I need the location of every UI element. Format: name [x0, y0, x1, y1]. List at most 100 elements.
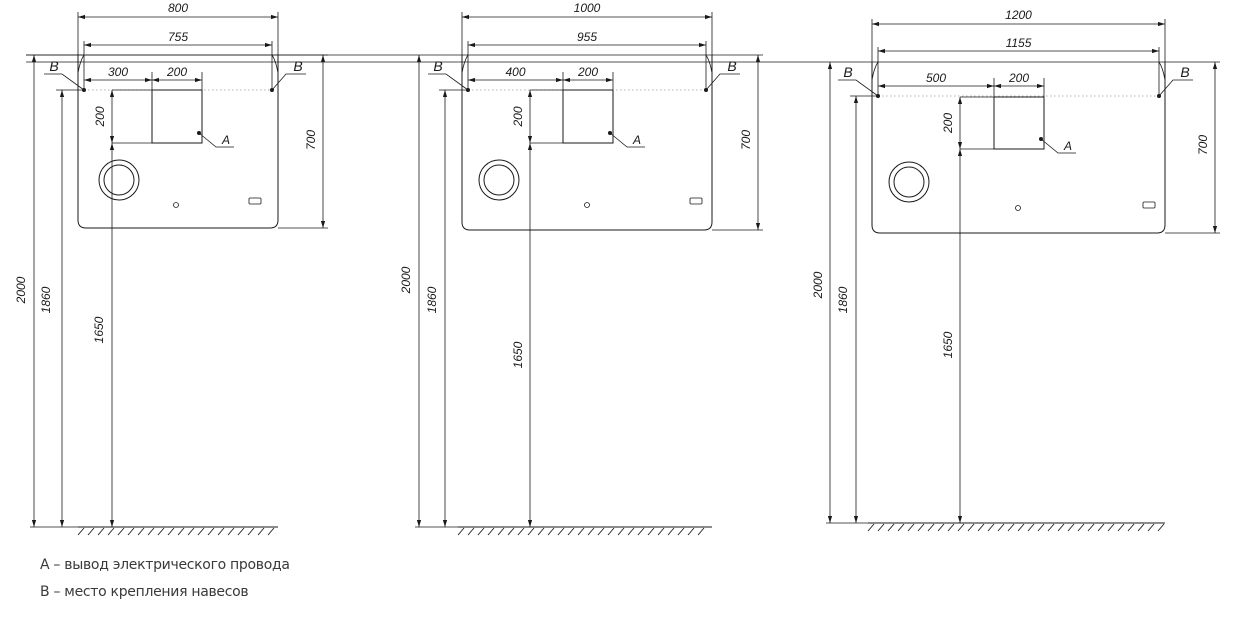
- floor-hatch: [967, 523, 975, 532]
- label-b-right: B: [1180, 64, 1189, 80]
- floor-hatch: [207, 527, 215, 536]
- label-a: A: [632, 133, 641, 147]
- floor-hatch: [647, 527, 655, 536]
- outlet-zone-a: [993, 96, 1045, 150]
- dimension-label-width: 1000: [574, 1, 601, 15]
- floor-hatch: [1157, 523, 1165, 532]
- dimension-label-floor-mount: 1860: [39, 286, 53, 313]
- floor-hatch: [937, 523, 945, 532]
- floor-hatch: [87, 527, 95, 536]
- floor-hatch: [247, 527, 255, 536]
- frame-corner-left: [871, 61, 879, 81]
- leader-b-right: [1158, 79, 1193, 97]
- floor-hatch: [1047, 523, 1055, 532]
- floor-hatch: [627, 527, 635, 536]
- sensor-dot: [584, 202, 590, 208]
- leader-a-line: [609, 132, 645, 148]
- floor-hatch: [637, 527, 645, 536]
- switch-button: [689, 197, 703, 205]
- floor-hatch: [1057, 523, 1065, 532]
- floor-hatch: [1147, 523, 1155, 532]
- floor-hatch: [257, 527, 265, 536]
- leader-b-left: [838, 79, 879, 97]
- label-b-left: B: [843, 64, 852, 80]
- dimension-label-floor-outlet: 1650: [511, 341, 525, 368]
- floor-hatch: [557, 527, 565, 536]
- floor-hatch: [1017, 523, 1025, 532]
- floor-hatch: [1107, 523, 1115, 532]
- floor-hatch: [537, 527, 545, 536]
- lamp-lens-outer: [478, 159, 520, 201]
- sensor-dot: [173, 202, 179, 208]
- floor-hatch: [597, 527, 605, 536]
- floor-hatch: [1137, 523, 1145, 532]
- floor-hatch: [97, 527, 105, 536]
- dimension-label-box-width: 200: [166, 65, 187, 79]
- label-b-right: B: [293, 58, 302, 74]
- floor-hatch: [497, 527, 505, 536]
- frame-corner-right: [705, 54, 713, 74]
- mirror-outline: [77, 55, 279, 229]
- label-b-left: B: [433, 58, 442, 74]
- legend-b: B – место крепления навесов: [40, 584, 249, 600]
- dimension-label-width: 800: [168, 1, 188, 15]
- floor-hatch: [657, 527, 665, 536]
- dimension-label-mirror-height: 700: [1196, 135, 1210, 155]
- sensor-dot: [1015, 205, 1021, 211]
- floor-hatch: [117, 527, 125, 536]
- floor-hatch: [687, 527, 695, 536]
- floor-hatch: [877, 523, 885, 532]
- dimension-label-floor-total: 2000: [14, 276, 28, 304]
- floor-hatch: [957, 523, 965, 532]
- floor-hatch: [137, 527, 145, 536]
- floor-hatch: [1037, 523, 1045, 532]
- lamp-lens-inner: [893, 166, 925, 198]
- floor-hatch: [587, 527, 595, 536]
- floor-hatch: [697, 527, 705, 536]
- floor-hatch: [987, 523, 995, 532]
- dimension-label-offset: 400: [505, 65, 525, 79]
- floor-hatch: [157, 527, 165, 536]
- lamp-lens-outer: [98, 159, 140, 201]
- floor-hatch: [197, 527, 205, 536]
- frame-corner-left: [461, 54, 469, 74]
- lamp-lens-inner: [483, 164, 515, 196]
- label-a: A: [1063, 139, 1072, 153]
- floor-hatch: [897, 523, 905, 532]
- lamp-lens-outer: [888, 161, 930, 203]
- floor-hatch: [527, 527, 535, 536]
- mirror-outline: [871, 62, 1166, 234]
- floor-hatch: [997, 523, 1005, 532]
- mirror-outline: [461, 55, 713, 231]
- dimension-label-offset: 300: [108, 65, 128, 79]
- floor-hatch: [177, 527, 185, 536]
- dimension-label-floor-mount: 1860: [836, 286, 850, 313]
- floor-hatch: [457, 527, 465, 536]
- floor-hatch: [147, 527, 155, 536]
- floor-hatch: [977, 523, 985, 532]
- dimension-label-floor-total: 2000: [811, 271, 825, 299]
- floor-hatch: [267, 527, 275, 536]
- dimension-label-box-height: 200: [941, 113, 955, 134]
- label-b-right: B: [727, 58, 736, 74]
- floor-hatch: [567, 527, 575, 536]
- frame-corner-left: [77, 54, 85, 74]
- dimension-label-offset: 500: [926, 71, 946, 85]
- switch-button: [248, 197, 262, 205]
- floor-hatch: [77, 527, 85, 536]
- frame-corner-right: [1158, 61, 1166, 81]
- floor-hatch: [927, 523, 935, 532]
- leader-b-left: [428, 73, 469, 91]
- floor-hatch: [917, 523, 925, 532]
- label-b-left: B: [49, 58, 58, 74]
- floor-hatch: [1097, 523, 1105, 532]
- floor-hatch: [887, 523, 895, 532]
- frame-corner-right: [271, 54, 279, 74]
- floor-hatch: [867, 523, 875, 532]
- dimension-label-box-height: 200: [511, 106, 525, 127]
- floor-hatch: [507, 527, 515, 536]
- dimension-label-box-height: 200: [93, 106, 107, 127]
- floor-hatch: [907, 523, 915, 532]
